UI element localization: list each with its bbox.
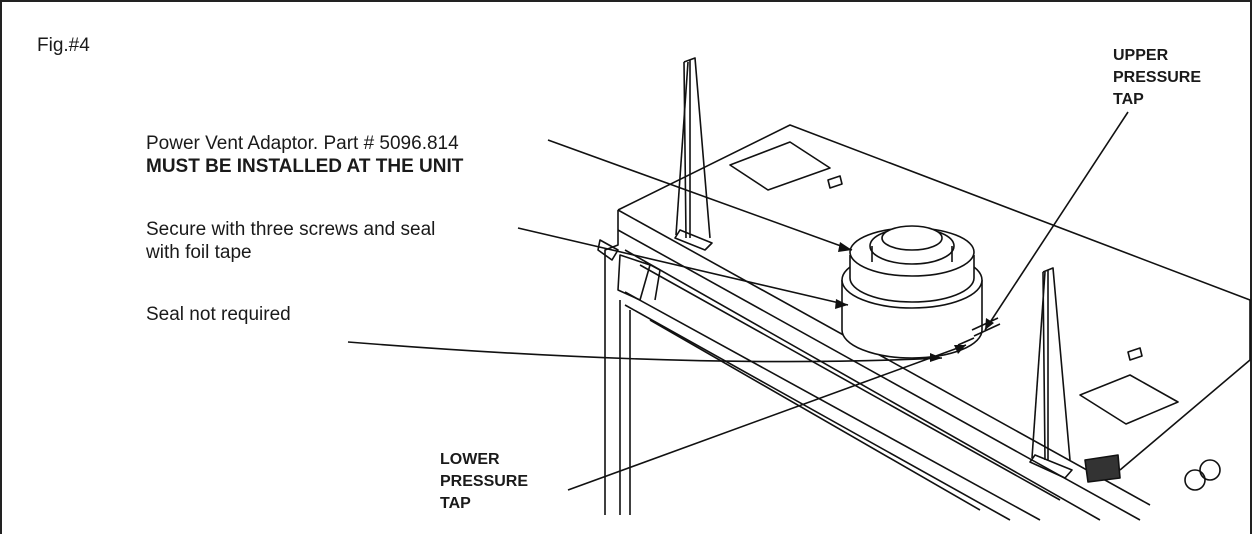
leader-lower-tap: [567, 344, 967, 491]
leader-screws: [517, 227, 849, 306]
figure-label: Fig.#4: [37, 35, 90, 56]
upper-pressure-tap: [971, 317, 1001, 337]
lower-pressure-tap-label: LOWER PRESSURE TAP: [440, 451, 529, 512]
screws-annotation: Secure with three screws and seal with f…: [146, 218, 435, 264]
adaptor-annotation-line2: MUST BE INSTALLED AT THE UNIT: [146, 156, 464, 177]
power-vent-adaptor: [841, 225, 983, 359]
fireplace-unit-drawing: [597, 57, 1251, 521]
lower-pressure-tap: [957, 337, 975, 346]
top-opening-2: [1079, 374, 1179, 425]
standoff-left: [674, 57, 713, 251]
arrowheads: [835, 242, 994, 362]
leader-upper-tap: [984, 111, 1129, 331]
screws-annotation-line2: with foil tape: [146, 242, 252, 263]
leader-lines: [347, 111, 1129, 491]
unit-side: [604, 210, 619, 515]
screws-annotation-line1: Secure with three screws and seal: [146, 219, 436, 240]
top-opening-1: [729, 141, 831, 191]
leader-adaptor: [547, 139, 853, 251]
leader-seal: [347, 341, 943, 363]
unit-front-edge: [617, 209, 1151, 506]
standoff-right: [1029, 267, 1073, 479]
adaptor-annotation: Power Vent Adaptor. Part # 5096.814 MUST…: [146, 132, 463, 178]
seal-annotation: Seal not required: [146, 304, 291, 325]
upper-pressure-tap-label: UPPER PRESSURE TAP: [1113, 47, 1202, 108]
adaptor-annotation-line1: Power Vent Adaptor. Part # 5096.814: [146, 133, 459, 154]
